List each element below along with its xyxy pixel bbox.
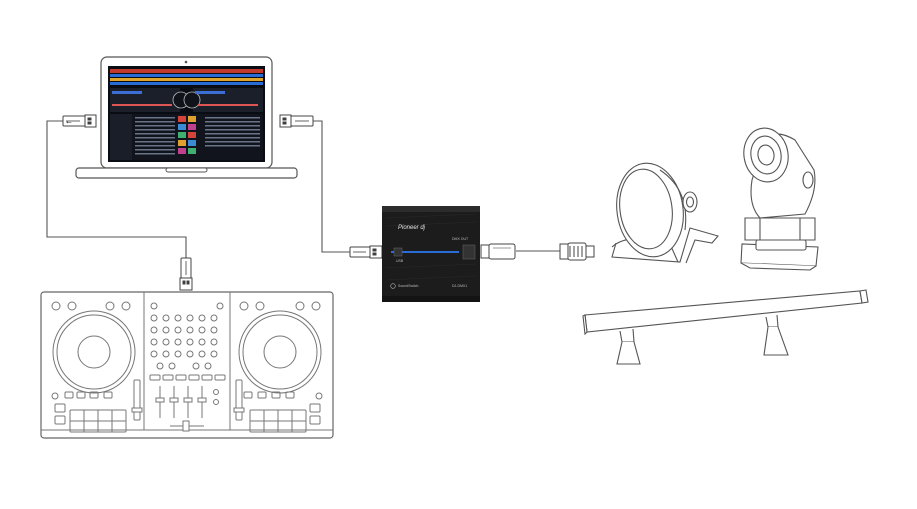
dmx-box-dmx-label: DMX OUT: [452, 237, 469, 241]
right-deck: [233, 301, 323, 433]
left-deck: [51, 301, 143, 433]
usb-plug-dmx: [349, 245, 383, 259]
dmx-box-partner-icon: [390, 283, 396, 289]
moving-head-light: [740, 127, 819, 271]
led-bar-light: [582, 289, 869, 365]
laptop-camera: [184, 60, 188, 64]
dmx-box-brand: Pioneer dj: [398, 225, 426, 231]
usb-plug-laptop-right: [279, 114, 314, 128]
usb-icon-left: ⭠: [66, 118, 72, 126]
usb-plug-controller: [179, 257, 193, 291]
usb-cable-laptop-controller: [46, 120, 187, 258]
xlr-connector-cable-end: [559, 242, 595, 261]
par-light: [611, 162, 719, 264]
laptop-notch: [165, 167, 208, 173]
laptop-screen: [108, 66, 265, 162]
dmx-box-model-label: DJ-DMX1: [452, 284, 467, 288]
usb-cable-laptop-dmx: [302, 120, 352, 253]
usb-plug-laptop-left: [62, 114, 97, 128]
left-jog-wheel: [52, 310, 136, 394]
laptop: [75, 56, 298, 179]
mixer-section: [149, 302, 226, 432]
dj-controller: [40, 291, 334, 439]
dmx-interface: Pioneer dj USB DMX OUT SoundSwitch DJ-DM…: [382, 206, 480, 302]
xlr-connector-box-side: [480, 243, 516, 260]
dmx-box-partner-label: SoundSwitch: [398, 284, 418, 288]
dmx-box-usb-label: USB: [396, 259, 404, 263]
